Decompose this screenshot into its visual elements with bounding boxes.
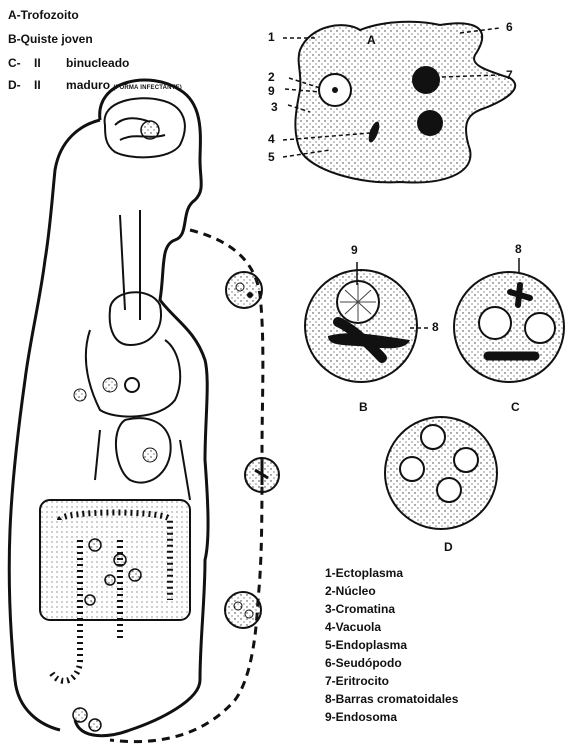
path-cyst-3 xyxy=(225,592,261,628)
legend-item: 6-Seudópodo xyxy=(325,656,402,670)
human-body xyxy=(9,80,208,736)
legend-item: 8-Barras cromatoidales xyxy=(325,692,458,706)
callout-8-c: 8 xyxy=(515,242,522,256)
legend-top-c: C- II binucleado xyxy=(8,56,129,70)
legend-item: 3-Cromatina xyxy=(325,602,395,616)
callout-4: 4 xyxy=(268,132,275,146)
legend-top-d: D- II maduro (FORMA INFECTANTE) xyxy=(8,78,182,92)
callout-9-b: 9 xyxy=(351,243,358,257)
callout-2: 2 xyxy=(268,70,275,84)
callout-9-a: 9 xyxy=(268,84,275,98)
figure-label-d: D xyxy=(444,540,453,554)
trophozoite-A xyxy=(295,22,515,183)
legend-item: 4-Vacuola xyxy=(325,620,381,634)
intestine xyxy=(40,500,190,681)
figure-label-c: C xyxy=(511,400,520,414)
path-cyst-2 xyxy=(245,458,279,492)
callout-6: 6 xyxy=(506,20,513,34)
figure-label-b: B xyxy=(359,400,368,414)
cyst-B xyxy=(305,262,428,382)
legend-top-a: A-Trofozoito xyxy=(8,8,79,22)
path-cyst-1 xyxy=(226,272,262,308)
cyst-D xyxy=(385,417,497,529)
brain-cyst xyxy=(141,121,159,139)
callout-7: 7 xyxy=(506,68,513,82)
callout-5: 5 xyxy=(268,150,275,164)
legend-top-b: B-Quiste joven xyxy=(8,32,93,46)
cyst-C xyxy=(454,258,564,382)
legend-item: 5-Endoplasma xyxy=(325,638,407,652)
organs xyxy=(86,210,190,500)
legend-item: 1-Ectoplasma xyxy=(325,566,403,580)
legend-item: 9-Endosoma xyxy=(325,710,397,724)
callout-3: 3 xyxy=(271,100,278,114)
callout-1: 1 xyxy=(268,30,275,44)
legend-item: 7-Eritrocito xyxy=(325,674,389,688)
callout-8-b: 8 xyxy=(432,320,439,334)
figure-label-a: A xyxy=(367,33,376,47)
legend-item: 2-Núcleo xyxy=(325,584,376,598)
